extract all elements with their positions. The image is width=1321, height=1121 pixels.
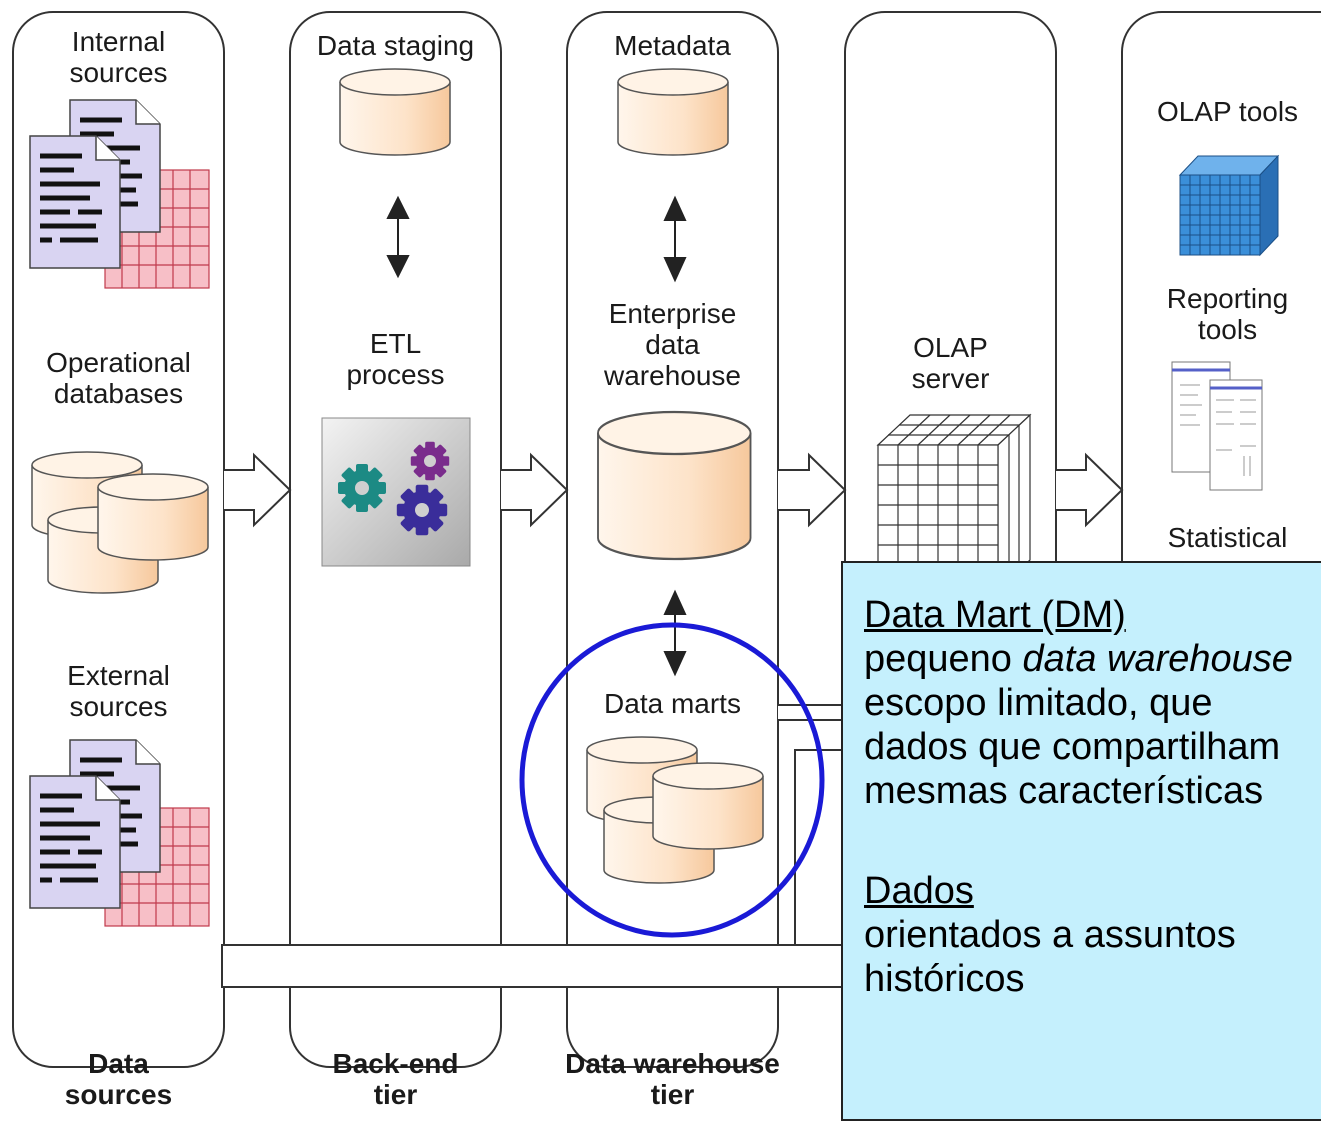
callout-dados-heading: Dados (864, 870, 974, 912)
callout-dados-line2: históricos (864, 958, 1025, 1000)
double-arrow-metadata (663, 195, 687, 283)
label-data-marts: Data marts (604, 688, 741, 719)
metadata-cylinder-icon (617, 68, 729, 156)
label-data-staging: Data staging (316, 30, 475, 61)
panel-back-end (289, 11, 502, 1068)
operational-databases-icon (31, 451, 209, 594)
arrow-backend-to-dw (501, 452, 569, 528)
double-arrow-staging (386, 195, 410, 279)
label-metadata: Metadata (614, 30, 731, 61)
callout-dm-line2: escopo limitado, que (864, 682, 1213, 724)
callout-dm-line1: pequeno data warehouse (843, 637, 1321, 681)
data-mart-callout: Data Mart (DM) pequeno data warehouse es… (841, 561, 1321, 1121)
highlight-circle (519, 622, 825, 938)
tier-back-end: Back-end tier (332, 1048, 459, 1110)
label-internal-sources: Internal sources (69, 26, 168, 88)
label-olap-server: OLAP server (911, 332, 990, 394)
flow-arrows (224, 452, 1124, 946)
callout-dm-heading: Data Mart (DM) (864, 594, 1126, 636)
callout-dados-line1: orientados a assuntos (864, 914, 1236, 956)
arrow-dw-to-olap (778, 452, 847, 528)
label-enterprise-dw: Enterprise data warehouse (604, 298, 741, 391)
callout-dm-line3: dados que compartilham (864, 726, 1281, 768)
double-arrow-marts (663, 589, 687, 677)
panel-data-sources (12, 11, 225, 1068)
etl-gears-icon (321, 417, 471, 567)
olap-tools-cube-icon (1178, 154, 1280, 257)
arrow-olap-to-frontend (1056, 452, 1124, 528)
internal-sources-icon (30, 100, 210, 289)
reporting-tools-icon (1171, 361, 1263, 491)
label-reporting-tools: Reporting tools (1166, 283, 1289, 345)
panel-data-warehouse (566, 11, 779, 1068)
label-external-sources: External sources (67, 660, 170, 722)
external-sources-icon (30, 740, 210, 927)
edw-cylinder-icon (596, 410, 752, 561)
data-marts-icon (586, 736, 764, 884)
arrow-sources-to-backend (224, 452, 292, 528)
staging-cylinder-icon (339, 68, 451, 156)
callout-dm-line1-italic: data warehouse (1022, 638, 1293, 680)
callout-dm-line4: mesmas características (864, 770, 1264, 812)
label-statistical: Statistical (1167, 522, 1288, 553)
tier-data-warehouse: Data warehouse tier (565, 1048, 780, 1110)
callout-dm-line1-plain: pequeno (864, 638, 1023, 680)
label-olap-tools: OLAP tools (1156, 96, 1299, 127)
tier-data-sources: Data sources (64, 1048, 173, 1110)
label-etl-process: ETL process (346, 328, 445, 390)
label-operational-databases: Operational databases (46, 347, 191, 409)
